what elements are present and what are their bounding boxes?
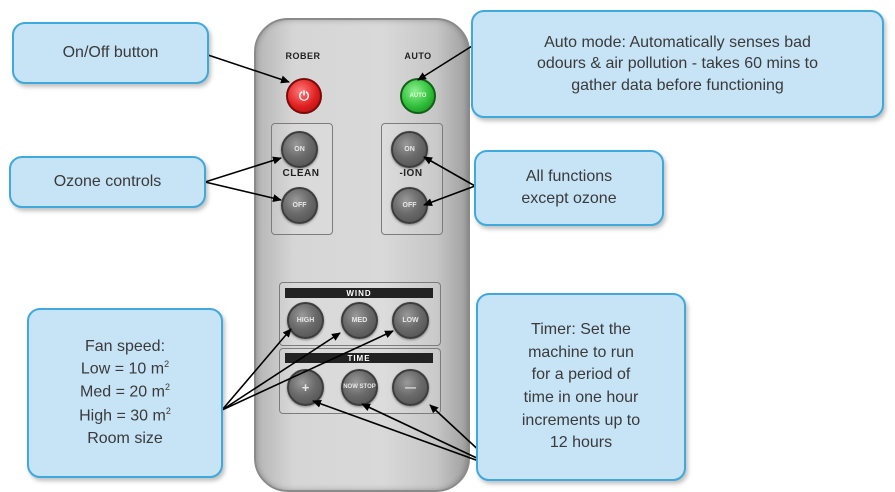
callout-onoff: On/Off button — [12, 22, 209, 84]
timer-nowstop-button[interactable]: NOW STOP — [341, 369, 378, 406]
fan-low-text: LOW — [402, 317, 419, 324]
arrow-timer-nowstop — [361, 403, 499, 469]
timer-nowstop-text: NOW STOP — [343, 384, 376, 390]
arrow-fan-low — [221, 330, 394, 411]
callout-timer-line-2: machine to run — [528, 343, 634, 361]
fan-speed-room: Room size — [87, 429, 163, 447]
arrow-ozone-on — [204, 156, 282, 183]
callout-timer-line-1: Timer: Set the — [531, 320, 631, 338]
callout-timer-line-6: 12 hours — [549, 434, 613, 452]
callout-timer: Timer: Set the machine to run for a peri… — [476, 293, 686, 481]
callout-ozone: Ozone controls — [9, 156, 206, 208]
ion-on-button[interactable]: ON — [391, 131, 428, 168]
fan-speed-med: Med = 20 m2 — [80, 382, 170, 401]
arrow-ozone-off — [204, 181, 282, 203]
fan-speed-high: High = 30 m2 — [79, 405, 171, 424]
callout-auto-line-2: odours & air pollution - takes 60 mins t… — [536, 55, 819, 73]
callout-functions-line-1: All functions — [525, 168, 613, 186]
callout-timer-line-4: time in one hour — [523, 389, 639, 406]
ion-label: -ION — [399, 168, 423, 179]
timer-plus-button[interactable]: + — [287, 369, 324, 406]
callout-fan-speed: Fan speed: Low = 10 m2 Med = 20 m2 High … — [27, 308, 223, 478]
arrow-onoff — [207, 54, 290, 84]
fan-speed-title: Fan speed: — [84, 337, 166, 355]
clean-off-button[interactable]: OFF — [281, 187, 318, 224]
callout-onoff-text: On/Off button — [62, 44, 159, 62]
power-icon: ⏻ — [298, 88, 310, 103]
ion-on-text: ON — [404, 146, 415, 153]
power-button[interactable]: ⏻ — [286, 78, 322, 114]
fan-low-button[interactable]: LOW — [392, 302, 429, 339]
wind-label: WIND — [285, 288, 433, 298]
callout-functions: All functions except ozone — [474, 150, 664, 226]
arrow-timer-plus — [312, 399, 499, 469]
auto-label: AUTO — [404, 51, 432, 61]
callout-ozone-text: Ozone controls — [53, 173, 162, 191]
ion-off-text: OFF — [402, 202, 417, 209]
fan-med-button[interactable]: MED — [341, 302, 378, 339]
timer-plus-text: + — [301, 380, 310, 395]
fan-high-text: HIGH — [296, 317, 315, 324]
arrow-func-on — [423, 156, 476, 187]
callout-functions-line-2: except ozone — [521, 190, 617, 207]
arrow-fan-high — [221, 328, 292, 411]
power-label: ROBER — [285, 51, 321, 61]
auto-button-text: AUTO — [409, 93, 427, 99]
clean-on-text: ON — [294, 146, 305, 153]
callout-auto-line-3: gather data before functioning — [571, 76, 784, 94]
clean-on-button[interactable]: ON — [281, 131, 318, 168]
arrow-fan-med — [221, 332, 341, 411]
clean-label: CLEAN — [282, 168, 320, 179]
timer-minus-text: — — [405, 381, 416, 394]
timer-minus-button[interactable]: — — [392, 369, 429, 406]
fan-med-text: MED — [351, 317, 368, 324]
callout-auto: Auto mode: Automatically senses bad odou… — [471, 10, 884, 118]
callout-auto-line-1: Auto mode: Automatically senses bad — [544, 33, 811, 51]
fan-speed-low: Low = 10 m2 — [80, 359, 170, 378]
fan-high-button[interactable]: HIGH — [287, 302, 324, 339]
callout-timer-line-3: for a period of — [531, 366, 631, 384]
callout-timer-line-5: increments up to — [521, 411, 641, 429]
time-label: TIME — [285, 353, 433, 363]
clean-off-text: OFF — [292, 202, 307, 209]
arrow-func-off — [423, 185, 476, 206]
